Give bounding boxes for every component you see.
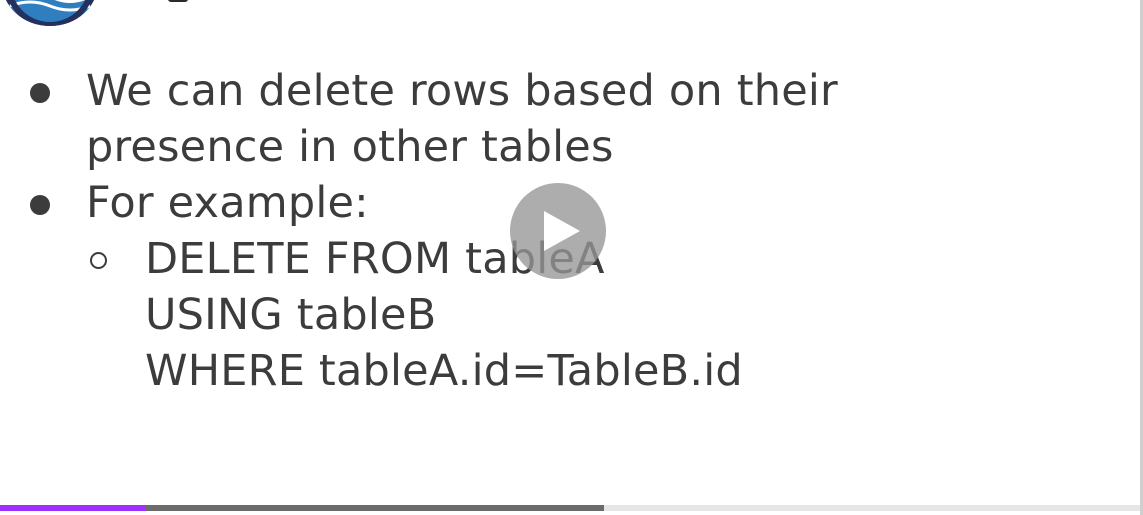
play-icon	[544, 211, 580, 251]
scrollbar-edge	[1140, 0, 1143, 515]
logo-icon	[2, 0, 98, 26]
code-line-3: WHERE tableA.id=TableB.id	[145, 346, 743, 396]
bullet-1-line-1: We can delete rows based on their	[86, 66, 838, 116]
slide-area: We can delete rows based on their presen…	[2, 0, 838, 396]
progress-played	[0, 505, 145, 511]
video-progress-bar[interactable]	[0, 505, 1140, 511]
bullet-dot-icon	[30, 195, 50, 215]
bullet-1-line-2: presence in other tables	[86, 122, 614, 172]
bullet-ring-icon	[90, 252, 107, 269]
code-line-2: USING tableB	[145, 290, 437, 340]
bullet-2-line-1: For example:	[86, 178, 369, 228]
bullet-dot-icon	[30, 83, 50, 103]
play-button[interactable]	[510, 183, 606, 279]
progress-buffered	[0, 505, 605, 511]
header-text-fragment	[168, 0, 188, 2]
